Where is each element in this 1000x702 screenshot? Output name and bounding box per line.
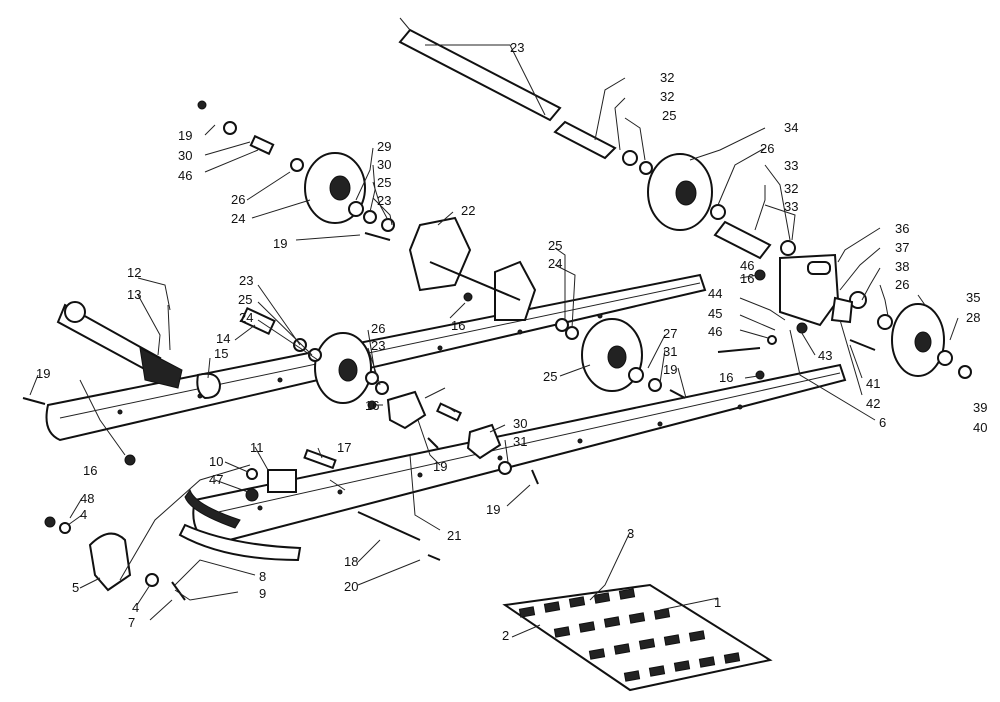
callout-9: 9 [259, 586, 266, 601]
callout-30: 31 [663, 344, 677, 359]
leader-lines [29, 44, 959, 638]
adjuster-bracket [779, 253, 854, 327]
callout-32: 33 [784, 158, 798, 173]
callout-4: 4 [132, 600, 139, 615]
small-parts [22, 232, 876, 601]
callout-10: 10 [209, 454, 223, 469]
callout-26: 27 [663, 326, 677, 341]
callout-25: 25 [377, 175, 391, 190]
wheel-mid-right [581, 318, 643, 392]
callout-26: 26 [760, 141, 774, 156]
wear-strip [178, 488, 302, 562]
callout-30: 31 [513, 434, 527, 449]
callout-23: 23 [377, 193, 391, 208]
wheel-mid-left [314, 332, 372, 404]
rear-pivot-arm [408, 216, 537, 321]
callout-16: 16 [83, 463, 97, 478]
callout-15: 15 [214, 346, 228, 361]
callout-16: 16 [365, 398, 379, 413]
callout-34: 36 [895, 221, 909, 236]
callout-19: 20 [344, 579, 358, 594]
callout-21: 22 [461, 203, 475, 218]
callout-25: 25 [662, 108, 676, 123]
callout-6: 6 [879, 415, 886, 430]
callout-31: 32 [784, 181, 798, 196]
callout-36: 38 [895, 259, 909, 274]
callout-7: 7 [128, 615, 135, 630]
callout-3: 3 [627, 526, 634, 541]
callout-23: 23 [371, 338, 385, 353]
callout-14: 14 [216, 331, 230, 346]
callout-43: 45 [708, 306, 722, 321]
callout-39: 41 [866, 376, 880, 391]
callout-44: 46 [708, 324, 722, 339]
callout-32: 33 [784, 199, 798, 214]
callout-18: 18 [344, 554, 358, 569]
callout-12: 12 [127, 265, 141, 280]
callout-32: 32 [660, 89, 674, 104]
callout-19: 19 [486, 502, 500, 517]
callout-46: 47 [209, 472, 223, 487]
callout-26: 26 [371, 321, 385, 336]
callout-5: 5 [72, 580, 79, 595]
callout-19: 19 [36, 366, 50, 381]
callout-46: 48 [80, 491, 94, 506]
callout-24: 24 [231, 211, 245, 226]
callout-19: 19 [273, 236, 287, 251]
callout-26: 28 [966, 310, 980, 325]
callout-16: 16 [451, 318, 465, 333]
callout-24: 25 [543, 369, 557, 384]
callout-25: 26 [895, 277, 909, 292]
callout-26: 26 [231, 192, 245, 207]
track-section [502, 583, 773, 692]
callout-labels: 1 2 3 4 4 5 6 7 8 9 10 11 12 13 14 15 16… [36, 40, 987, 643]
callout-22: 23 [510, 40, 524, 55]
callout-24: 24 [239, 310, 253, 325]
callout-16: 16 [719, 370, 733, 385]
callout-33: 35 [966, 290, 980, 305]
rear-axle [398, 17, 772, 260]
callout-40: 42 [866, 396, 880, 411]
callout-4: 4 [80, 507, 87, 522]
callout-17: 17 [337, 440, 351, 455]
callout-31: 32 [660, 70, 674, 85]
callout-13: 13 [127, 287, 141, 302]
callout-27: 29 [377, 139, 391, 154]
callout-19: 19 [178, 128, 192, 143]
callout-25: 25 [238, 292, 252, 307]
callout-25: 25 [548, 238, 562, 253]
right-slide-rail [192, 363, 847, 547]
callout-46: 46 [740, 258, 754, 273]
callout-20: 21 [447, 528, 461, 543]
callout-30: 30 [178, 148, 192, 163]
callout-11: 11 [250, 440, 264, 455]
callout-16: 16 [740, 271, 754, 286]
callout-28: 30 [377, 157, 391, 172]
callout-1: 1 [714, 595, 721, 610]
callout-23: 24 [548, 256, 562, 271]
callout-19: 19 [433, 459, 447, 474]
callout-41: 43 [818, 348, 832, 363]
callout-33: 34 [784, 120, 798, 135]
callout-19: 19 [663, 362, 677, 377]
shock-absorber [56, 301, 222, 400]
wheel-rear-right [647, 153, 713, 231]
callout-35: 37 [895, 240, 909, 255]
callout-45: 46 [178, 168, 192, 183]
callout-23: 23 [239, 273, 253, 288]
callout-2: 2 [502, 628, 509, 643]
callout-8: 8 [259, 569, 266, 584]
wheel-front-right [891, 303, 945, 377]
callout-37: 39 [973, 400, 987, 415]
callout-29: 30 [513, 416, 527, 431]
callout-42: 44 [708, 286, 722, 301]
callout-38: 40 [973, 420, 987, 435]
